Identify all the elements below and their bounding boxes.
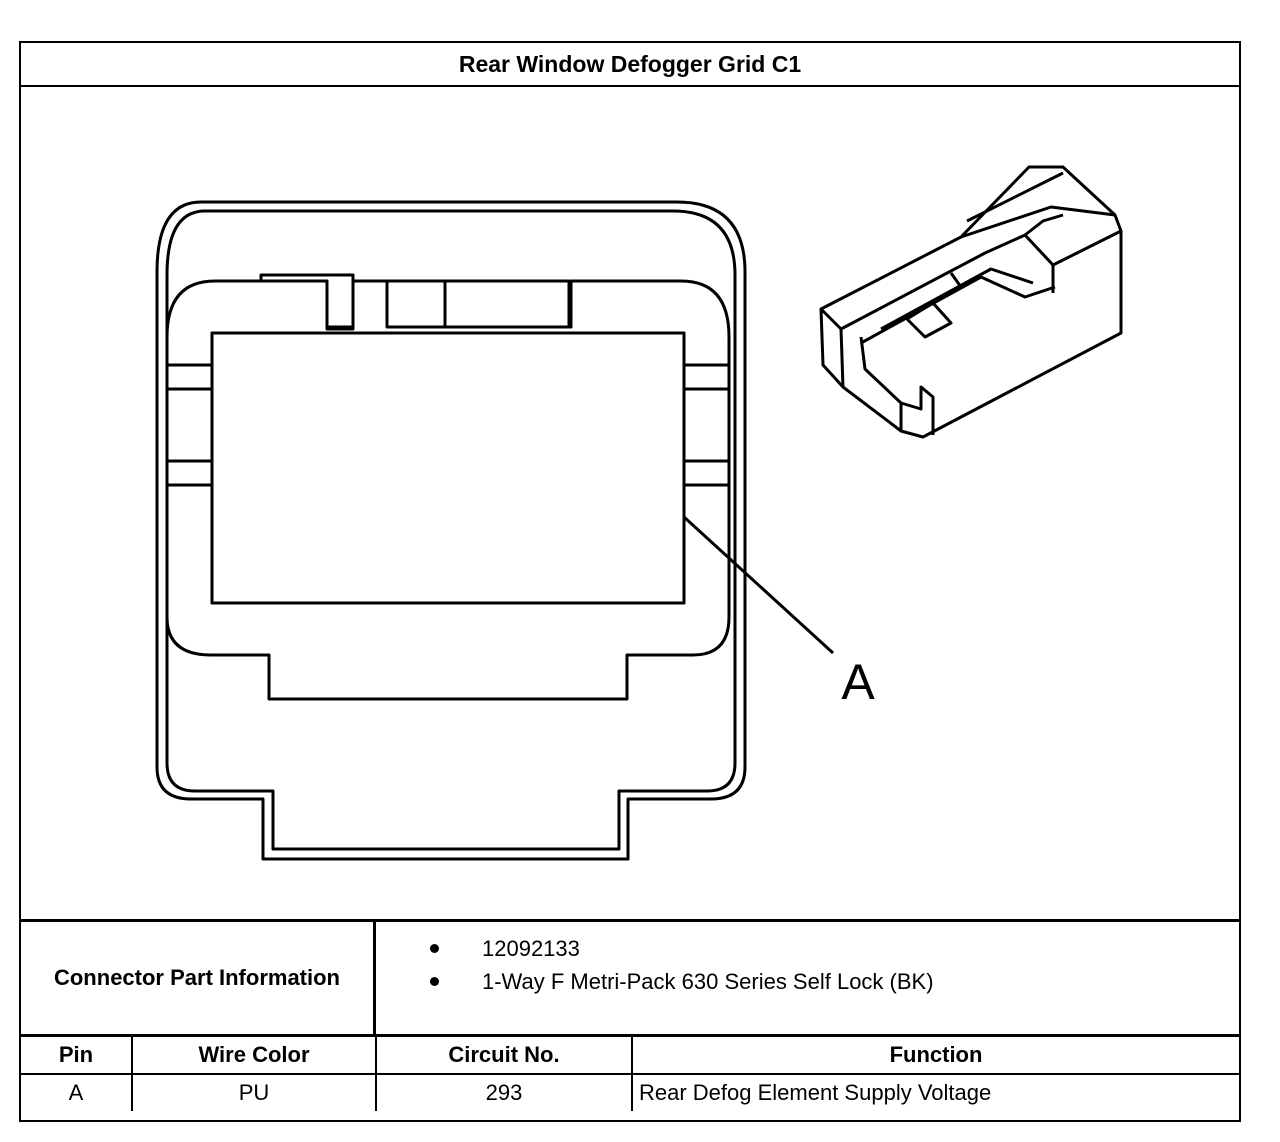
latch-center bbox=[385, 279, 571, 327]
cell-function: Rear Defog Element Supply Voltage bbox=[631, 1073, 1239, 1111]
pin-table-header: Pin Wire Color Circuit No. Function bbox=[21, 1037, 1239, 1074]
connector-part-info-label: Connector Part Information bbox=[21, 922, 376, 1034]
callout-leader-line bbox=[682, 515, 835, 655]
connector-sheet: Rear Window Defogger Grid C1 bbox=[19, 41, 1241, 1122]
part-info-item: 1-Way F Metri-Pack 630 Series Self Lock … bbox=[376, 965, 1239, 998]
side-rib-right bbox=[685, 363, 729, 487]
part-info-item: 12092133 bbox=[376, 932, 1239, 965]
connector-part-info: Connector Part Information 12092133 1-Wa… bbox=[21, 919, 1239, 1037]
terminal-cavity-a bbox=[210, 331, 686, 605]
table-row: A PU 293 Rear Defog Element Supply Volta… bbox=[21, 1073, 1239, 1111]
housing-inner-outline bbox=[165, 209, 737, 851]
header-circuit: Circuit No. bbox=[375, 1037, 633, 1074]
bullet-icon bbox=[430, 944, 439, 953]
cell-circuit: 293 bbox=[375, 1073, 633, 1111]
cell-pin: A bbox=[21, 1073, 133, 1111]
housing-outer-outline bbox=[155, 200, 747, 861]
connector-diagram: A bbox=[21, 87, 1239, 919]
connector-face-drawing: A bbox=[155, 165, 1123, 861]
cell-wire-color: PU bbox=[131, 1073, 377, 1111]
pin-table: Pin Wire Color Circuit No. Function A PU… bbox=[21, 1037, 1239, 1111]
connector-iso-view bbox=[819, 165, 1123, 439]
header-pin: Pin bbox=[21, 1037, 133, 1074]
inner-recess-outline bbox=[165, 279, 731, 701]
connector-part-info-list: 12092133 1-Way F Metri-Pack 630 Series S… bbox=[376, 922, 1239, 1044]
side-rib-left bbox=[167, 363, 211, 487]
header-function: Function bbox=[631, 1037, 1239, 1074]
part-number: 12092133 bbox=[482, 936, 580, 961]
bullet-icon bbox=[430, 977, 439, 986]
callout-label-a: A bbox=[841, 654, 875, 710]
page-title: Rear Window Defogger Grid C1 bbox=[21, 43, 1239, 87]
latch-left bbox=[259, 273, 355, 331]
header-wire-color: Wire Color bbox=[131, 1037, 377, 1074]
part-description: 1-Way F Metri-Pack 630 Series Self Lock … bbox=[482, 969, 934, 994]
